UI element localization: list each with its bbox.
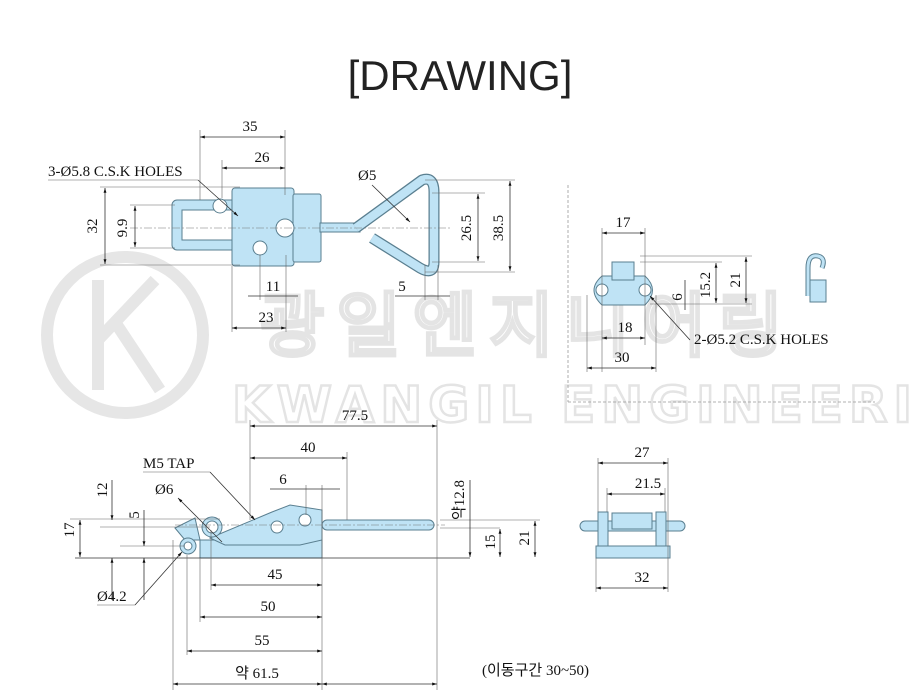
travel-range-note: (이동구간 30~50): [482, 662, 589, 679]
dim-21: 21: [517, 531, 533, 546]
hole: [212, 198, 228, 214]
dim-5: 5: [398, 279, 406, 295]
dim-35: 35: [243, 119, 258, 135]
dim-15-2: 15.2: [698, 272, 714, 298]
dim-12-8: 약12.8: [451, 480, 468, 520]
dim-61-5: 약 61.5: [235, 665, 279, 682]
holes-note: 3-Ø5.8 C.S.K HOLES: [48, 164, 183, 180]
front-view: 77.5 40 6 M5 TAP Ø6 12 5 17 Ø4.2 약12.8 1…: [62, 408, 589, 690]
dia4-2-note: Ø4.2: [97, 589, 127, 605]
base-end: [595, 545, 671, 559]
dim-30: 30: [615, 350, 630, 366]
hook-tip: [174, 517, 201, 541]
dim-55: 55: [255, 633, 270, 649]
dim-17: 17: [616, 215, 632, 231]
dim-21-5: 21.5: [635, 476, 661, 492]
dim-9-9: 9.9: [115, 219, 131, 238]
dim-18: 18: [618, 320, 633, 336]
dim-6: 6: [279, 472, 287, 488]
dia6-note: Ø6: [155, 482, 174, 498]
top-view: 35 26 3-Ø5.8 C.S.K HOLES 32 9.9 Ø5 26.5 …: [48, 119, 515, 332]
svg-text:KWANGIL ENGINEERING: KWANGIL ENGINEERING: [232, 376, 921, 434]
dim-5: 5: [127, 511, 143, 519]
svg-text:광일엔지니어링: 광일엔지니어링: [260, 285, 795, 367]
dim-50: 50: [261, 599, 276, 615]
dim-21: 21: [728, 273, 744, 288]
dim-38-5: 38.5: [491, 215, 507, 241]
m5-tap-note: M5 TAP: [143, 456, 194, 472]
holes-note-2: 2-Ø5.2 C.S.K HOLES: [694, 332, 829, 348]
dim-40: 40: [301, 440, 316, 456]
dim-26: 26: [255, 150, 271, 166]
wire-bail: [353, 175, 439, 276]
dim-12: 12: [95, 483, 111, 498]
dim-6: 6: [670, 293, 686, 301]
dim-32: 32: [85, 219, 101, 234]
dim-77-5: 77.5: [342, 408, 368, 424]
dim-11: 11: [266, 279, 280, 295]
dim-dia5: Ø5: [358, 168, 376, 184]
page-title: [DRAWING]: [348, 52, 573, 99]
dim-27: 27: [635, 445, 651, 461]
dim-32: 32: [635, 570, 650, 586]
hole: [252, 240, 268, 256]
watermark-logo: 광일엔지니어링 KWANGIL ENGINEERING: [41, 251, 921, 435]
end-view: 27 21.5 32: [579, 445, 686, 592]
dim-15: 15: [483, 535, 499, 550]
side-view: 17 21 15.2 6 18 30 2-Ø5.2 C.S.K HOLES: [586, 215, 829, 372]
dim-17: 17: [62, 522, 78, 538]
dim-23: 23: [259, 310, 274, 326]
dim-45: 45: [268, 567, 283, 583]
dim-26-5: 26.5: [459, 215, 475, 241]
